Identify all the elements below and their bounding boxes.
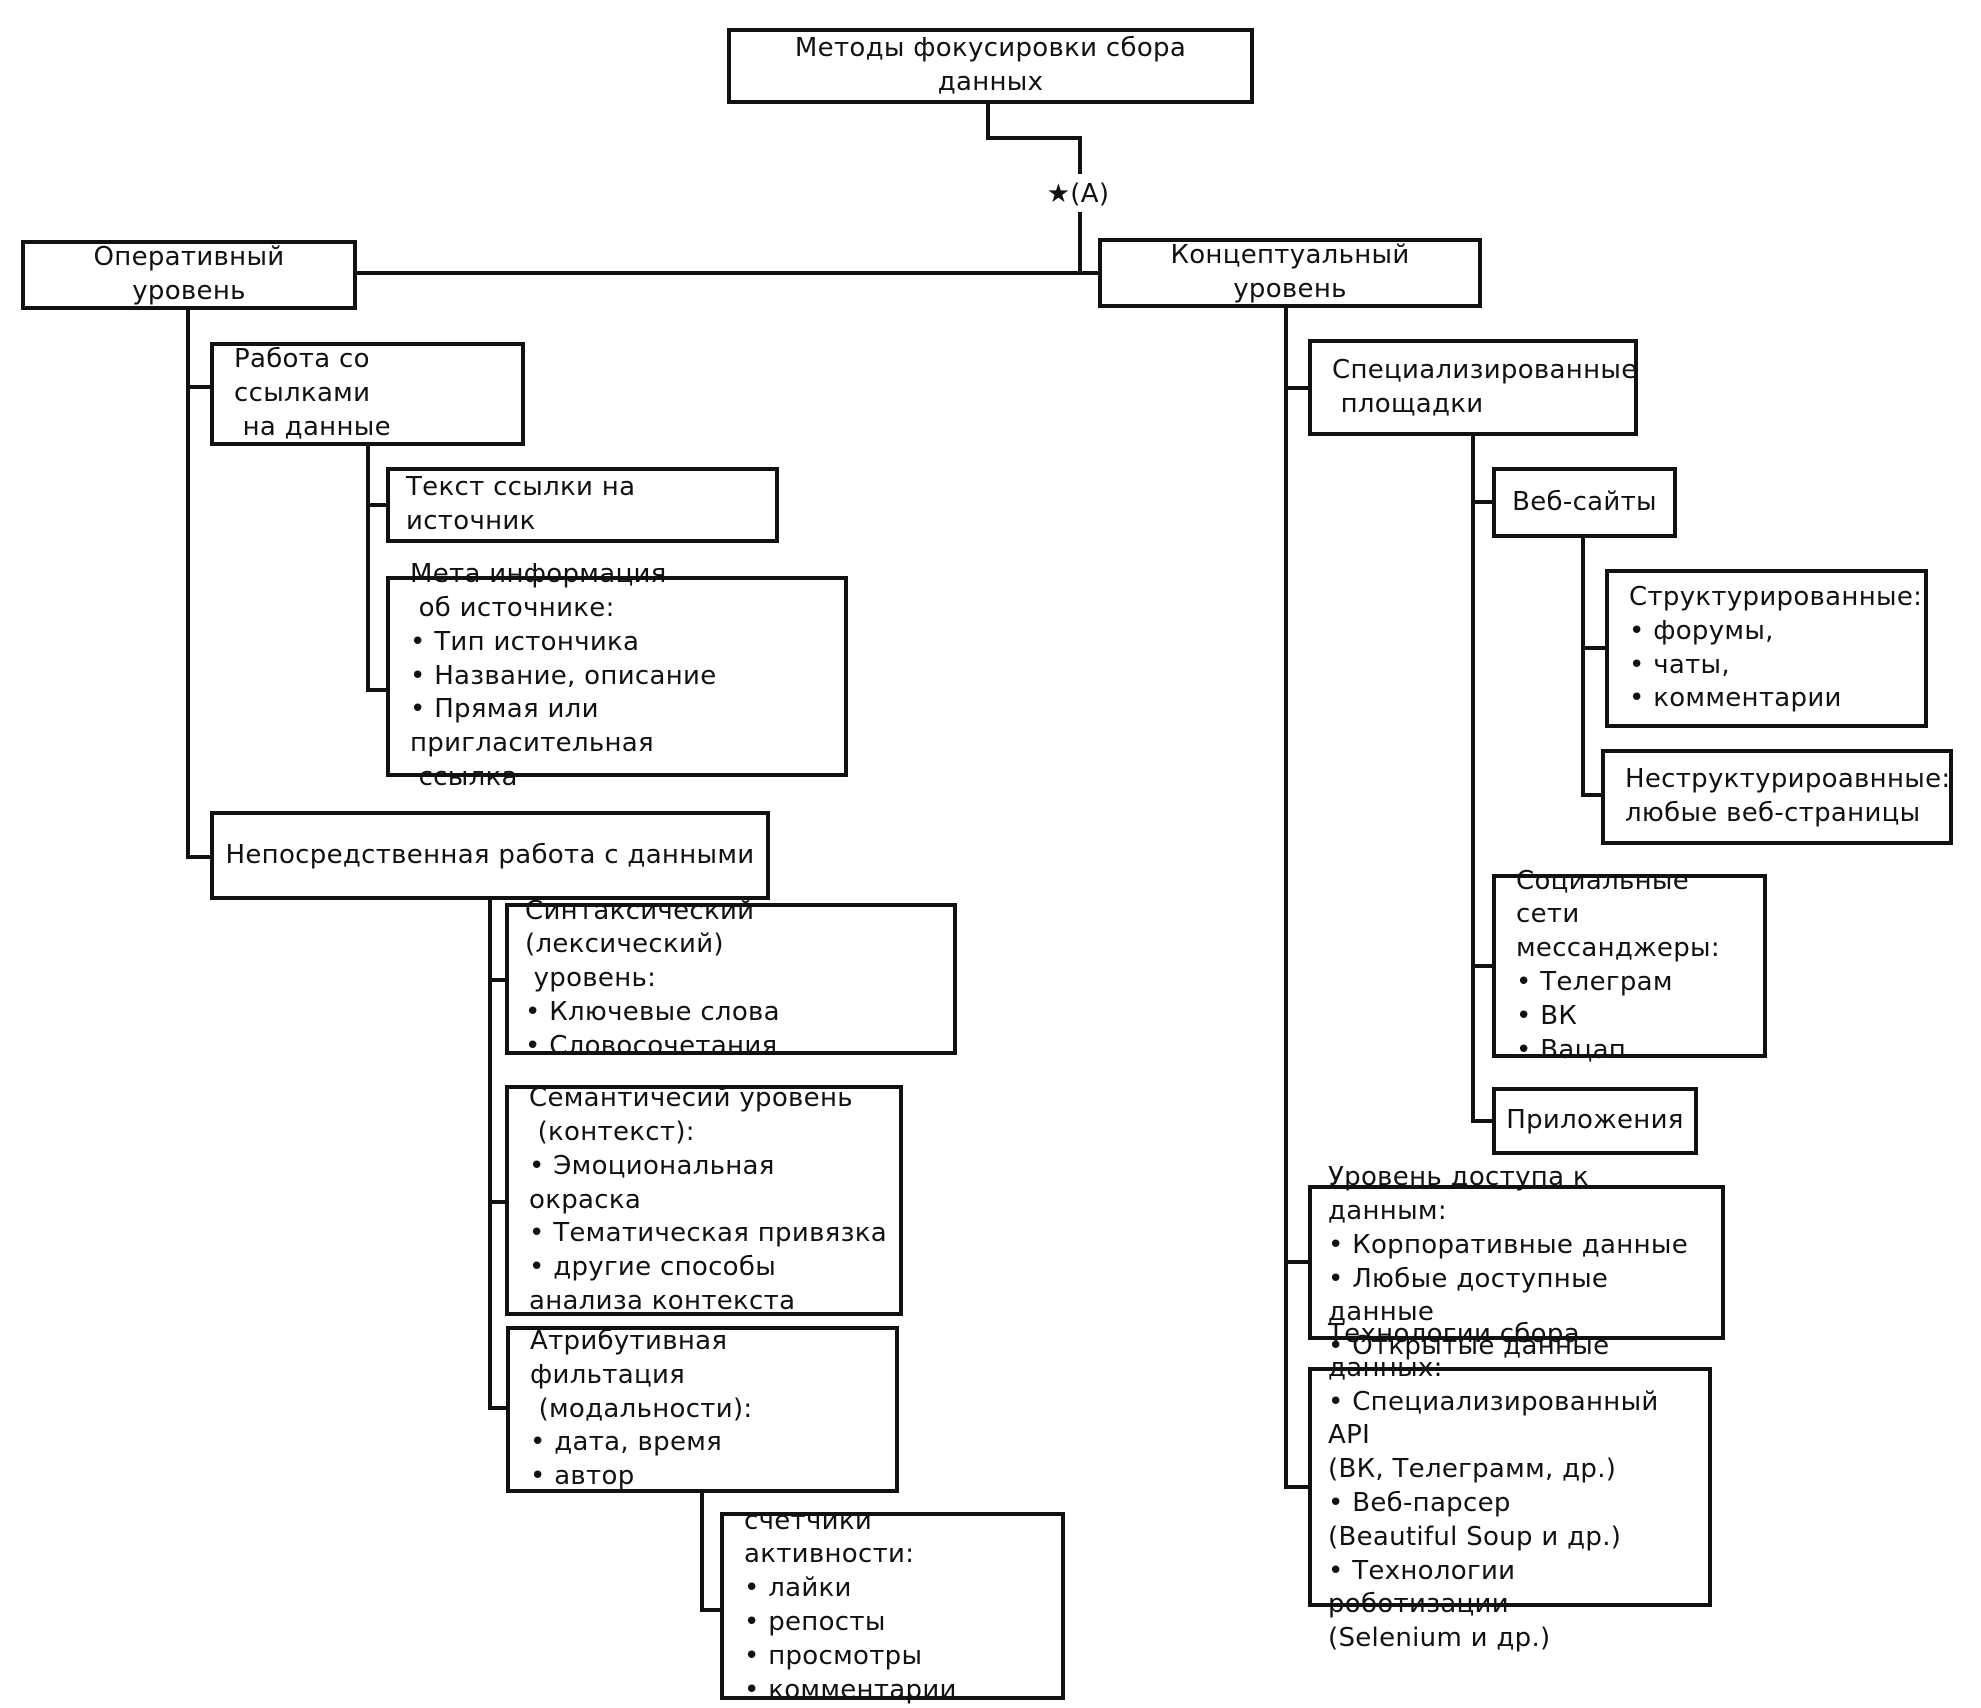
connector-branch-applications xyxy=(1471,1119,1495,1123)
node-social-networks: Социальные сети мессанджеры: • Телеграм … xyxy=(1492,866,1767,1065)
connector-branch-spec-platforms xyxy=(1284,386,1308,390)
node-applications: Приложения xyxy=(1492,1087,1698,1155)
star-annotation: ★(A) xyxy=(1046,179,1110,209)
connector-branch-direct-work xyxy=(186,855,210,859)
connector-to-star xyxy=(1078,136,1082,174)
connector-web-subtrunk xyxy=(1581,538,1585,797)
node-link-text: Текст ссылки на источник xyxy=(386,467,779,543)
node-links-work: Работа со ссылками на данные xyxy=(210,342,525,446)
connector-left-trunk xyxy=(186,310,190,859)
connector-branch-link-text xyxy=(366,503,386,507)
connector-branch-meta-info xyxy=(366,688,386,692)
connector-attributive-down xyxy=(700,1493,704,1612)
node-data-access-level: Уровень доступа к данным: • Корпоративны… xyxy=(1308,1162,1725,1361)
connector-branch-syntactic xyxy=(488,978,505,982)
connector-branch-social xyxy=(1471,964,1492,968)
node-unstructured: Неструктурироавнные: любые веб-страницы xyxy=(1601,749,1953,845)
node-conceptual-level: Концептуальный уровень xyxy=(1098,238,1482,308)
connector-title-down xyxy=(986,104,990,140)
node-syntactic-level: Синтаксический (лексический) уровень: • … xyxy=(505,896,957,1061)
connector-levels-horizontal xyxy=(357,271,1098,275)
connector-title-elbow xyxy=(986,136,1082,140)
connector-branch-technologies xyxy=(1284,1485,1308,1489)
node-title: Методы фокусировки сбора данных xyxy=(727,28,1254,104)
connector-direct-subtrunk xyxy=(488,900,492,1410)
node-collection-technologies: Технологии сбора данных: • Специализиров… xyxy=(1308,1319,1712,1653)
connector-spec-subtrunk xyxy=(1471,436,1475,1123)
connector-star-down xyxy=(1078,212,1082,275)
connector-right-trunk xyxy=(1284,308,1288,1489)
connector-branch-access-level xyxy=(1284,1260,1308,1264)
node-meta-info: Мета информация об источнике: • Тип исто… xyxy=(386,559,848,792)
connector-branch-attributive xyxy=(488,1406,506,1410)
connector-branch-links-work xyxy=(186,385,210,389)
node-direct-work: Непосредственная работа с данными xyxy=(210,811,770,900)
node-semantic-level: Семантичесий уровень (контекст): • Эмоци… xyxy=(505,1083,903,1316)
connector-branch-semantic xyxy=(488,1200,505,1204)
connector-links-subtrunk xyxy=(366,446,370,692)
node-activity-counters: счетчики активности: • лайки • репосты •… xyxy=(720,1506,1065,1705)
connector-branch-websites xyxy=(1471,500,1492,504)
node-structured: Структурированные: • форумы, • чаты, • к… xyxy=(1605,569,1928,728)
connector-branch-counters xyxy=(700,1608,720,1612)
connector-branch-unstructured xyxy=(1581,793,1601,797)
connector-branch-structured xyxy=(1581,646,1605,650)
node-operational-level: Оперативный уровень xyxy=(21,240,357,310)
node-websites: Веб-сайты xyxy=(1492,467,1677,538)
node-specialized-platforms: Специализированные площадки xyxy=(1308,339,1638,436)
node-attributive-filtration: Атрибутивная фильтация (модальности): • … xyxy=(506,1326,899,1493)
